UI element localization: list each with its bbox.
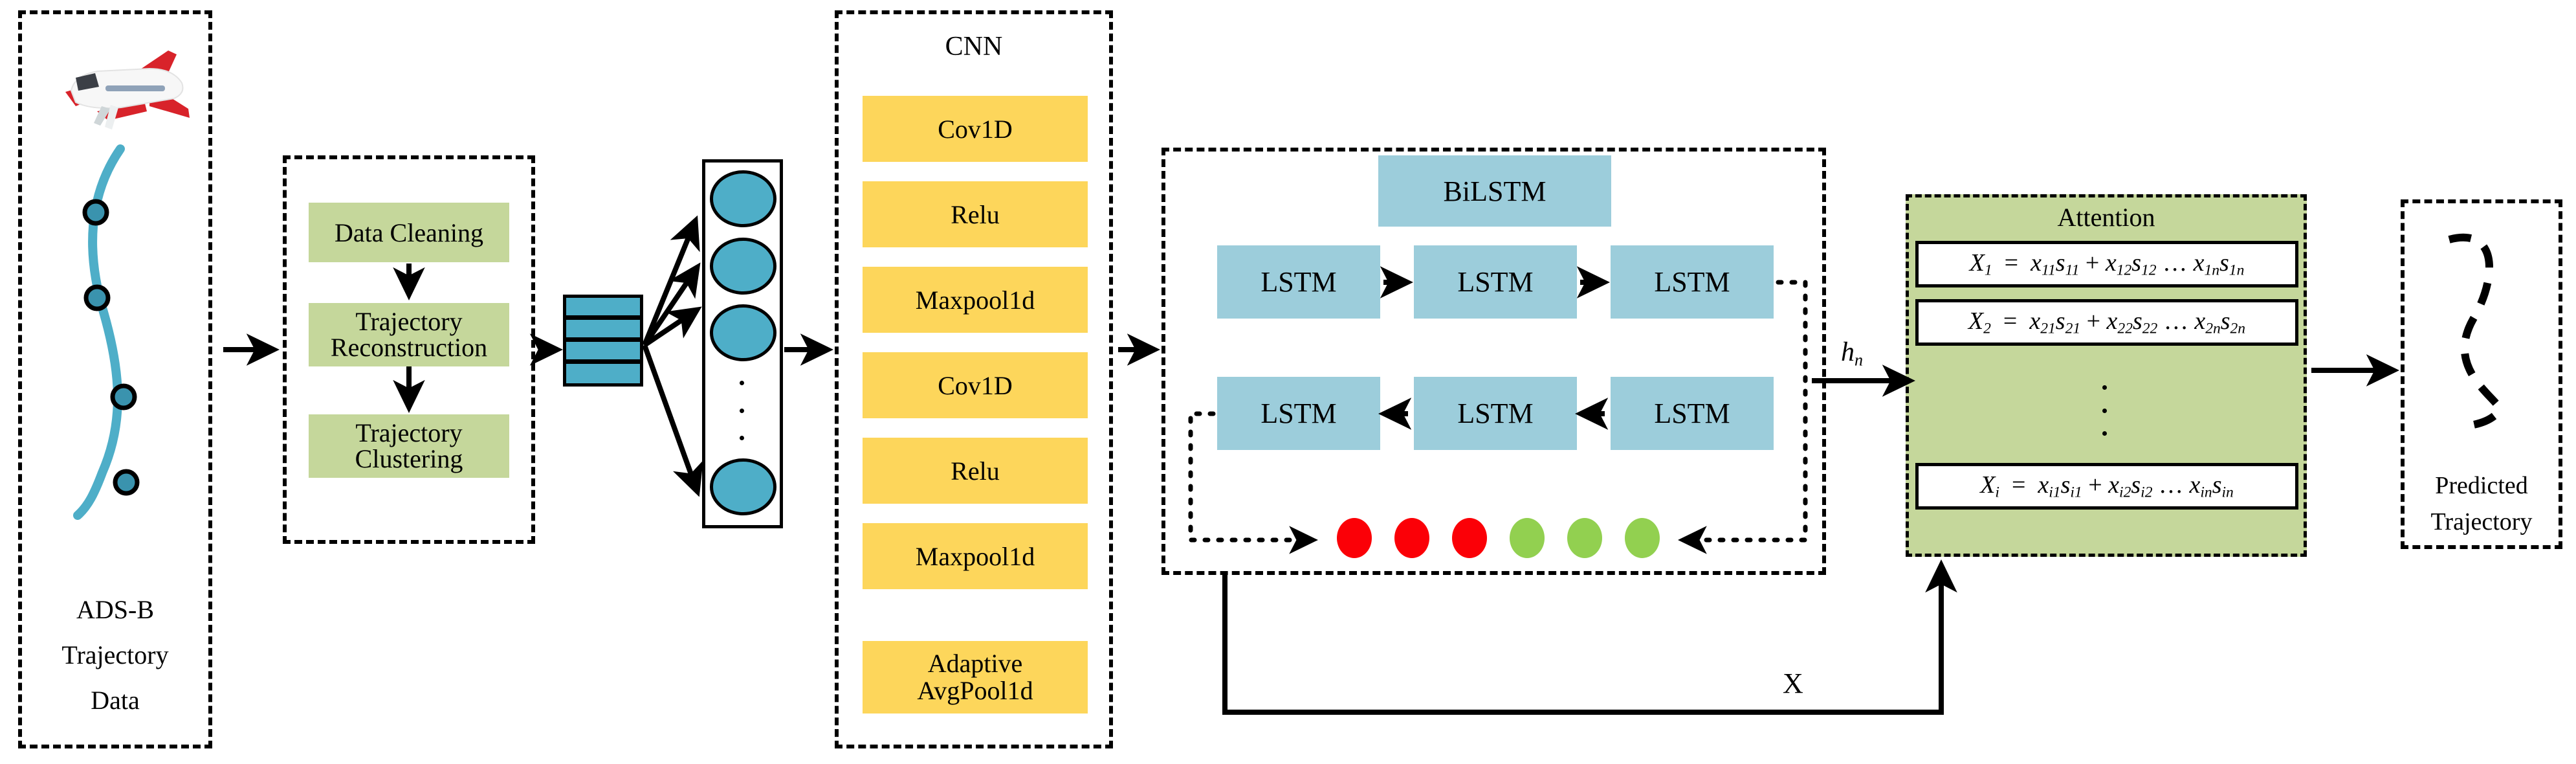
lstm-cell-label: LSTM [1654,398,1730,429]
lstm-cell-label: LSTM [1654,266,1730,298]
attention-title: Attention [2057,202,2155,232]
state-dot-green-3 [1625,518,1660,558]
output-caption-line1: Predicted [2435,472,2528,499]
cnn-panel [835,10,1113,748]
state-dot-red-1 [1337,518,1372,558]
input-caption-line3: Data [91,685,140,715]
output-panel [2401,199,2562,549]
cnn-layer-label-line1: Adaptive [927,649,1023,678]
hidden-state-sub: n [1855,350,1864,370]
input-panel [18,10,212,748]
feedback-label-x: X [1783,668,1803,699]
lstm-cell-label: LSTM [1260,266,1337,298]
cnn-layer-label-line2: AvgPool1d [917,676,1033,705]
cnn-layer-maxpool1d-2[interactable]: Maxpool1d [863,523,1088,589]
state-dot-red-2 [1394,518,1429,558]
feature-stack-row [563,295,643,319]
dense-neuron [710,304,776,361]
cnn-layer-label: Cov1D [938,114,1013,144]
cnn-layer-adaptive-avgpool1d[interactable]: Adaptive AvgPool1d [863,641,1088,713]
cnn-layer-label: Relu [951,456,1000,486]
attention-formula-i: Xi = xi1si1 + xi2si2 … xinsin [1915,463,2298,510]
lstm-backward-cell-2[interactable]: LSTM [1414,377,1577,450]
output-caption-line2: Trajectory [2430,508,2533,535]
lstm-cell-label: LSTM [1457,266,1534,298]
dense-layer-ellipsis [738,381,745,440]
lstm-forward-cell-3[interactable]: LSTM [1611,245,1774,319]
formula-lhs: X [1968,308,1984,335]
dense-neuron [710,238,776,295]
dense-neuron [710,458,776,515]
cnn-layer-relu-2[interactable]: Relu [863,438,1088,504]
cnn-layer-label: Maxpool1d [915,285,1035,315]
attention-formula-i-text: Xi = xi1si1 + xi2si2 … xinsin [1980,471,2234,501]
cnn-layer-cov1d-2[interactable]: Cov1D [863,352,1088,418]
lstm-forward-cell-2[interactable]: LSTM [1414,245,1577,319]
attention-formula-2-text: X2 = x21s21 + x22s22 … x2ns2n [1968,308,2246,337]
step-trajectory-clustering-label-line2: Clustering [355,444,463,473]
lstm-cell-label: LSTM [1457,398,1534,429]
hidden-state-base: h [1841,337,1855,367]
attention-ellipsis [2101,385,2108,436]
feature-stack-row [563,317,643,341]
attention-formula-1-text: X1 = x11s11 + x12s12 … x1ns1n [1969,249,2245,279]
dense-neuron [710,170,776,227]
airplane-icon [36,39,197,133]
input-caption-line1: ADS-B [76,594,155,624]
step-trajectory-reconstruction[interactable]: Trajectory Reconstruction [309,303,509,366]
lstm-backward-cell-1[interactable]: LSTM [1217,377,1380,450]
step-trajectory-clustering[interactable]: Trajectory Clustering [309,414,509,478]
cnn-layer-label: Maxpool1d [915,541,1035,571]
step-trajectory-reconstruction-label-line2: Reconstruction [330,333,488,362]
predicted-trajectory-curve [2401,199,2562,458]
formula-lhs: X [1969,249,1985,277]
bilstm-title-box[interactable]: BiLSTM [1378,155,1611,227]
step-data-cleaning[interactable]: Data Cleaning [309,203,509,262]
feature-stack [563,295,643,387]
lstm-cell-label: LSTM [1260,398,1337,429]
cnn-layer-relu-1[interactable]: Relu [863,181,1088,247]
bilstm-title: BiLSTM [1443,175,1547,207]
cnn-layer-cov1d-1[interactable]: Cov1D [863,96,1088,162]
input-caption-line2: Trajectory [61,640,169,669]
lstm-forward-cell-1[interactable]: LSTM [1217,245,1380,319]
step-data-cleaning-label: Data Cleaning [335,218,483,247]
state-dot-red-3 [1452,518,1487,558]
state-dot-green-2 [1567,518,1602,558]
step-trajectory-clustering-label-line1: Trajectory [355,418,463,447]
feature-stack-row [563,339,643,363]
cnn-layer-label: Cov1D [938,370,1013,400]
input-trajectory-curve [18,136,212,544]
attention-formula-2: X2 = x21s21 + x22s22 … x2ns2n [1915,299,2298,346]
feature-stack-row [563,361,643,387]
attention-formula-1: X1 = x11s11 + x12s12 … x1ns1n [1915,241,2298,287]
lstm-backward-cell-3[interactable]: LSTM [1611,377,1774,450]
formula-lhs: X [1980,471,1996,499]
hidden-state-label: hn [1841,337,1863,370]
step-trajectory-reconstruction-label-line1: Trajectory [355,307,463,336]
state-dot-green-1 [1510,518,1545,558]
cnn-layer-label: Relu [951,199,1000,229]
cnn-title: CNN [945,32,1003,62]
cnn-layer-maxpool1d-1[interactable]: Maxpool1d [863,267,1088,333]
